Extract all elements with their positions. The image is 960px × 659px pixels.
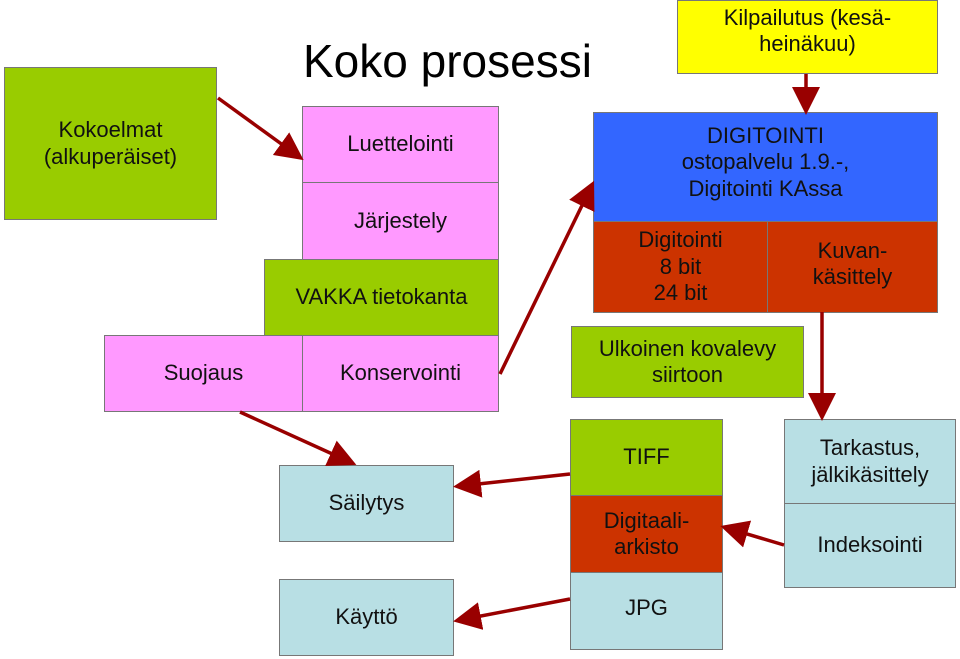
box-kokoelmat: Kokoelmat (alkuperäiset) xyxy=(4,67,217,220)
box-digitointi-ostopalvelu: DIGITOINTI ostopalvelu 1.9.-, Digitointi… xyxy=(593,112,938,222)
box-jarjestely: Järjestely xyxy=(302,182,499,260)
box-kilpailutus-label: Kilpailutus (kesä- heinäkuu) xyxy=(723,5,892,57)
box-tarkastus: Tarkastus, jälkikäsittely xyxy=(784,419,956,504)
box-luettelointi: Luettelointi xyxy=(302,106,499,183)
box-indeksointi-label: Indeksointi xyxy=(817,532,923,558)
box-kokoelmat-label: Kokoelmat (alkuperäiset) xyxy=(43,117,178,169)
box-indeksointi: Indeksointi xyxy=(784,503,956,588)
box-sailytys: Säilytys xyxy=(279,465,454,542)
box-suojaus-label: Suojaus xyxy=(163,360,244,386)
box-kilpailutus: Kilpailutus (kesä- heinäkuu) xyxy=(677,0,938,74)
box-tiff-label: TIFF xyxy=(623,444,670,470)
box-jarjestely-label: Järjestely xyxy=(354,207,447,233)
page-title: Koko prosessi xyxy=(303,35,592,87)
box-kaytto: Käyttö xyxy=(279,579,454,656)
box-suojaus: Suojaus xyxy=(104,335,303,412)
arrow-jpg-to-kaytto xyxy=(453,597,571,630)
box-vakka: VAKKA tietokanta xyxy=(264,259,499,336)
box-luettelointi-label: Luettelointi xyxy=(347,131,454,157)
box-digitointi-bit: Digitointi 8 bit 24 bit xyxy=(593,221,768,313)
box-kuvankasittely-label: Kuvan- käsittely xyxy=(812,238,893,290)
arrow-indeksointi-to-digitaaliarkisto xyxy=(720,520,785,548)
box-kuvankasittely: Kuvan- käsittely xyxy=(767,221,938,313)
box-vakka-label: VAKKA tietokanta xyxy=(295,284,468,310)
box-tiff: TIFF xyxy=(570,419,723,496)
box-digitaaliarkisto-label: Digitaali- arkisto xyxy=(603,507,690,559)
box-ulkoinen-label: Ulkoinen kovalevy siirtoon xyxy=(598,335,777,387)
arrow-kokoelmat-to-luettelointi xyxy=(216,96,304,161)
box-kaytto-label: Käyttö xyxy=(335,604,398,630)
box-ulkoinen: Ulkoinen kovalevy siirtoon xyxy=(571,326,804,398)
box-sailytys-label: Säilytys xyxy=(328,490,405,516)
box-jpg-label: JPG xyxy=(625,595,668,620)
box-digitointi-ostopalvelu-label: DIGITOINTI ostopalvelu 1.9.-, Digitointi… xyxy=(681,123,850,201)
arrow-konservointi-to-sailytys xyxy=(239,410,357,467)
box-konservointi: Konservointi xyxy=(302,335,499,412)
box-konservointi-label: Konservointi xyxy=(339,360,462,386)
box-tarkastus-label: Tarkastus, jälkikäsittely xyxy=(811,435,929,487)
box-jpg: JPG xyxy=(570,572,723,650)
arrow-tiff-to-sailytys xyxy=(453,469,571,498)
box-digitaaliarkisto: Digitaali- arkisto xyxy=(570,495,723,573)
box-digitointi-bit-label: Digitointi 8 bit 24 bit xyxy=(638,227,723,306)
